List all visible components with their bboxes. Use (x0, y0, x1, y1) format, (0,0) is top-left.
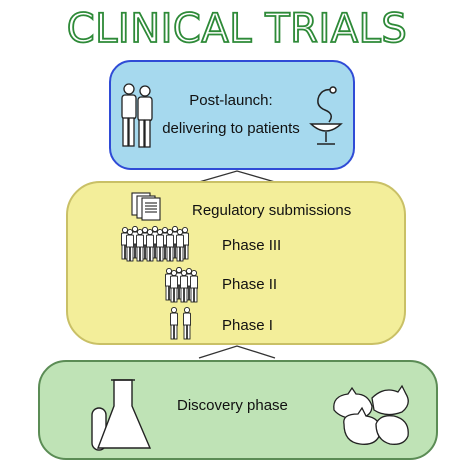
clinical-trials-box (66, 181, 406, 345)
two-people-icon (170, 306, 191, 340)
people-icon (121, 83, 153, 148)
bowl-of-hygieia-icon (309, 86, 343, 145)
people-group-icon (121, 226, 189, 262)
arrow-connector (198, 170, 276, 183)
documents-icon (131, 192, 161, 221)
rabbits-icon (333, 384, 409, 445)
post-launch-subtitle: delivering to patients (162, 120, 300, 137)
discovery-phase-label: Discovery phase (177, 397, 288, 414)
post-launch-title: Post-launch: (189, 92, 273, 109)
page-title: CLINICAL TRIALS (66, 5, 408, 53)
phase-2-label: Phase II (222, 276, 278, 293)
phase-3-label: Phase III (222, 237, 282, 254)
regulatory-submissions-label: Regulatory submissions (192, 202, 352, 219)
people-group-small-icon (165, 267, 198, 303)
arrow-connector (198, 345, 276, 359)
flask-test-tube-icon (91, 379, 152, 451)
phase-1-label: Phase I (222, 317, 273, 334)
